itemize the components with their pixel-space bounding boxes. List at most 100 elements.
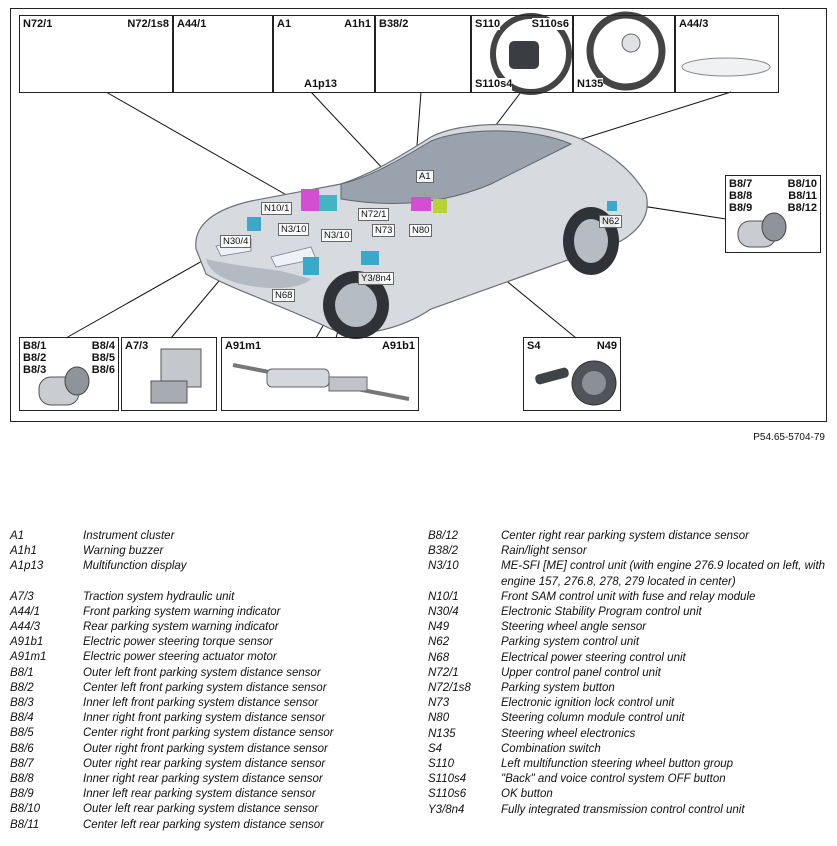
legend-description: Front parking system warning indicator: [83, 605, 281, 618]
legend-code: B8/11: [10, 818, 40, 831]
legend-description: Steering column module control unit: [501, 712, 685, 725]
box-a44-3: A44/3: [675, 15, 779, 93]
legend-description: Upper control panel control unit: [501, 666, 661, 679]
legend-code: A1h1: [10, 545, 37, 558]
callout-n30-4: N30/4: [220, 235, 252, 248]
legend-row: A44/3 Rear parking system warning indicat…: [10, 620, 410, 635]
box-label: A7/3: [125, 340, 149, 352]
box-label: B8/1: [23, 340, 47, 352]
box-label: B8/8: [729, 190, 753, 202]
legend-code: B8/4: [10, 712, 34, 725]
legend-description: Combination switch: [501, 742, 601, 755]
box-s110: S110 S110s6 S110s4: [471, 15, 573, 93]
callout-n62: N62: [599, 215, 623, 228]
legend-description: OK button: [501, 788, 553, 801]
box-label: N72/1: [23, 18, 53, 30]
legend-description: Inner left rear parking system distance …: [83, 788, 316, 801]
callout-y3-8n4: Y3/8n4: [358, 272, 395, 285]
box-n72-1: N72/1 N72/1s8: [19, 15, 173, 93]
legend-description: Center right front parking system distan…: [83, 727, 334, 740]
legend-description: Center right rear parking system distanc…: [501, 530, 749, 542]
legend-row: S4 Combination switch: [428, 742, 828, 757]
legend-code: B8/9: [10, 788, 34, 801]
callout-n80: N80: [409, 224, 433, 237]
box-a44-1: A44/1: [173, 15, 273, 93]
legend-description: Electric power steering torque sensor: [83, 636, 273, 649]
legend-code: B8/8: [10, 773, 34, 786]
box-a7-3: A7/3: [121, 337, 217, 411]
legend-code: N80: [428, 712, 450, 725]
legend-description: Fully integrated transmission control co…: [501, 803, 745, 816]
legend-code: A44/3: [10, 621, 41, 634]
legend-code: B8/12: [428, 530, 459, 542]
legend-code: S110s4: [428, 773, 467, 786]
legend-description: "Back" and voice control system OFF butt…: [501, 773, 726, 786]
box-label: A44/3: [679, 18, 709, 30]
box-label: B8/11: [788, 190, 817, 202]
box-a91: A91m1 A91b1: [221, 337, 419, 411]
box-label: A1p13: [304, 78, 338, 90]
box-b8-rear-sensors: B8/7 B8/10 B8/8 B8/11 B8/9 B8/12: [725, 175, 821, 253]
legend-description: Multifunction display: [83, 560, 187, 573]
legend-row: S110 Left multifunction steering wheel bu…: [428, 757, 828, 772]
legend-description: Center left rear parking system distance…: [83, 818, 324, 831]
box-label: A91m1: [225, 340, 262, 352]
legend-right: B8/12 Center right rear parking system di…: [428, 529, 828, 818]
callout-n73: N73: [372, 224, 396, 237]
legend-description: Rain/light sensor: [501, 545, 587, 558]
legend-description: Outer right front parking system distanc…: [83, 742, 328, 755]
legend-code: A1: [10, 530, 25, 542]
callout-a1: A1: [416, 170, 434, 183]
callout-n3-10-left: N3/10: [278, 223, 310, 236]
box-label: B8/5: [91, 352, 115, 364]
legend-code: N30/4: [428, 606, 459, 619]
box-label: B8/3: [23, 364, 47, 376]
legend-row: N80 Steering column module control unit: [428, 711, 828, 726]
callout-n3-10-center: N3/10: [321, 229, 353, 242]
legend-row: B8/8 Inner right rear parking system dist…: [10, 772, 410, 787]
box-label: N72/1s8: [127, 18, 169, 30]
box-label: S110s4: [475, 78, 513, 90]
legend-description: Warning buzzer: [83, 545, 164, 558]
legend-code: [10, 575, 83, 590]
legend-description: Traction system hydraulic unit: [83, 590, 235, 603]
legend-description: Electronic Stability Program control uni…: [501, 606, 702, 619]
box-n135: N135: [573, 15, 675, 93]
legend-code: N135: [428, 727, 456, 740]
legend-description: Inner right rear parking system distance…: [83, 773, 323, 786]
legend-code: A91m1: [10, 651, 47, 664]
legend-row: B8/12 Center right rear parking system di…: [428, 529, 828, 544]
box-label: B8/7: [729, 178, 753, 190]
legend-description: Parking system button: [501, 682, 615, 695]
legend-description: Electrical power steering control unit: [501, 651, 686, 664]
legend-description: Rear parking system warning indicator: [83, 621, 279, 634]
legend-code: S110: [428, 758, 455, 771]
box-label: A91b1: [381, 340, 415, 352]
box-label: B8/2: [23, 352, 47, 364]
legend-code: N72/1s8: [428, 682, 471, 695]
component-location-figure: N72/1 N72/1s8 A44/1 A1 A1h1 A1p13 B38/2 …: [10, 8, 827, 422]
callout-n72-1: N72/1: [358, 208, 390, 221]
legend-code: S4: [428, 742, 443, 755]
legend-description: Left multifunction steering wheel button…: [501, 758, 734, 771]
box-label: S4: [527, 340, 541, 352]
box-label: A1: [277, 18, 292, 30]
